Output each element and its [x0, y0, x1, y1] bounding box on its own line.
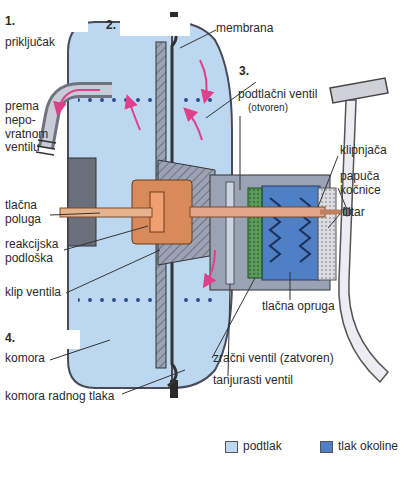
part-label: zračni ventil (zatvoren)	[213, 352, 353, 366]
flow-arrow	[186, 110, 202, 140]
callout-number: 2.	[106, 19, 120, 33]
part-label: komora radnog tlaka	[5, 390, 165, 404]
legend-text: podtlak	[243, 440, 282, 454]
leader-line	[318, 156, 338, 207]
vacuum-pipe	[46, 90, 112, 148]
leader-line	[50, 213, 100, 215]
leader-line	[240, 116, 241, 190]
part-label: komora	[5, 352, 65, 366]
part-label: papuča kočnice	[340, 170, 390, 198]
answer-box	[18, 13, 88, 32]
part-label: klip ventila	[5, 286, 85, 300]
valve-rod	[190, 207, 325, 217]
flow-arrow	[58, 90, 100, 112]
part-label: tlačna opruga	[262, 300, 348, 314]
part-label: podtlačni ventil	[238, 88, 338, 102]
air-filter	[318, 188, 336, 280]
vacuum-pipe	[46, 90, 112, 148]
part-label: tanjurasti ventil	[213, 374, 333, 388]
poppet-valve	[226, 182, 234, 284]
hole-row	[178, 96, 214, 104]
answer-box	[120, 17, 190, 36]
master-cylinder-mount	[68, 158, 96, 246]
answer-box	[18, 330, 80, 349]
leader-line	[66, 250, 160, 293]
valve-body	[210, 175, 330, 290]
legend-swatch	[320, 441, 333, 453]
hole-row	[178, 296, 214, 304]
part-label: membrana	[216, 22, 296, 36]
hole-row	[78, 296, 162, 304]
part-label: prema nepo- vratnom ventilu	[5, 100, 55, 155]
air-chamber	[262, 186, 320, 280]
part-label: tlačna poluga	[5, 199, 55, 227]
leader-line	[212, 278, 255, 358]
legend-text: tlak okoline	[338, 440, 398, 454]
leader-line	[290, 272, 291, 300]
push-rod	[60, 208, 152, 217]
leader-line	[64, 226, 148, 250]
front-shell	[68, 22, 172, 388]
legend-swatch	[225, 441, 238, 453]
callout-number: 1.	[5, 15, 19, 29]
part-label: reakcijska podloška	[5, 238, 73, 266]
flow-arrow	[205, 250, 215, 285]
pedal-lever	[339, 100, 388, 382]
part-label: priključak	[5, 36, 85, 50]
part-label: (otvoren)	[248, 102, 308, 114]
leader-line	[328, 214, 340, 228]
valve-seal	[248, 188, 262, 278]
part-label: filtar	[342, 206, 392, 220]
pedal-pad	[330, 78, 388, 103]
part-label: klipnjača	[340, 144, 404, 158]
flow-arrow	[128, 98, 140, 130]
callout-number: 4.	[5, 332, 19, 346]
leader-lines	[50, 30, 346, 394]
flow-arrow	[200, 60, 207, 100]
callout-number: 3.	[239, 65, 253, 79]
answer-box	[253, 63, 325, 82]
leader-line	[122, 370, 185, 394]
